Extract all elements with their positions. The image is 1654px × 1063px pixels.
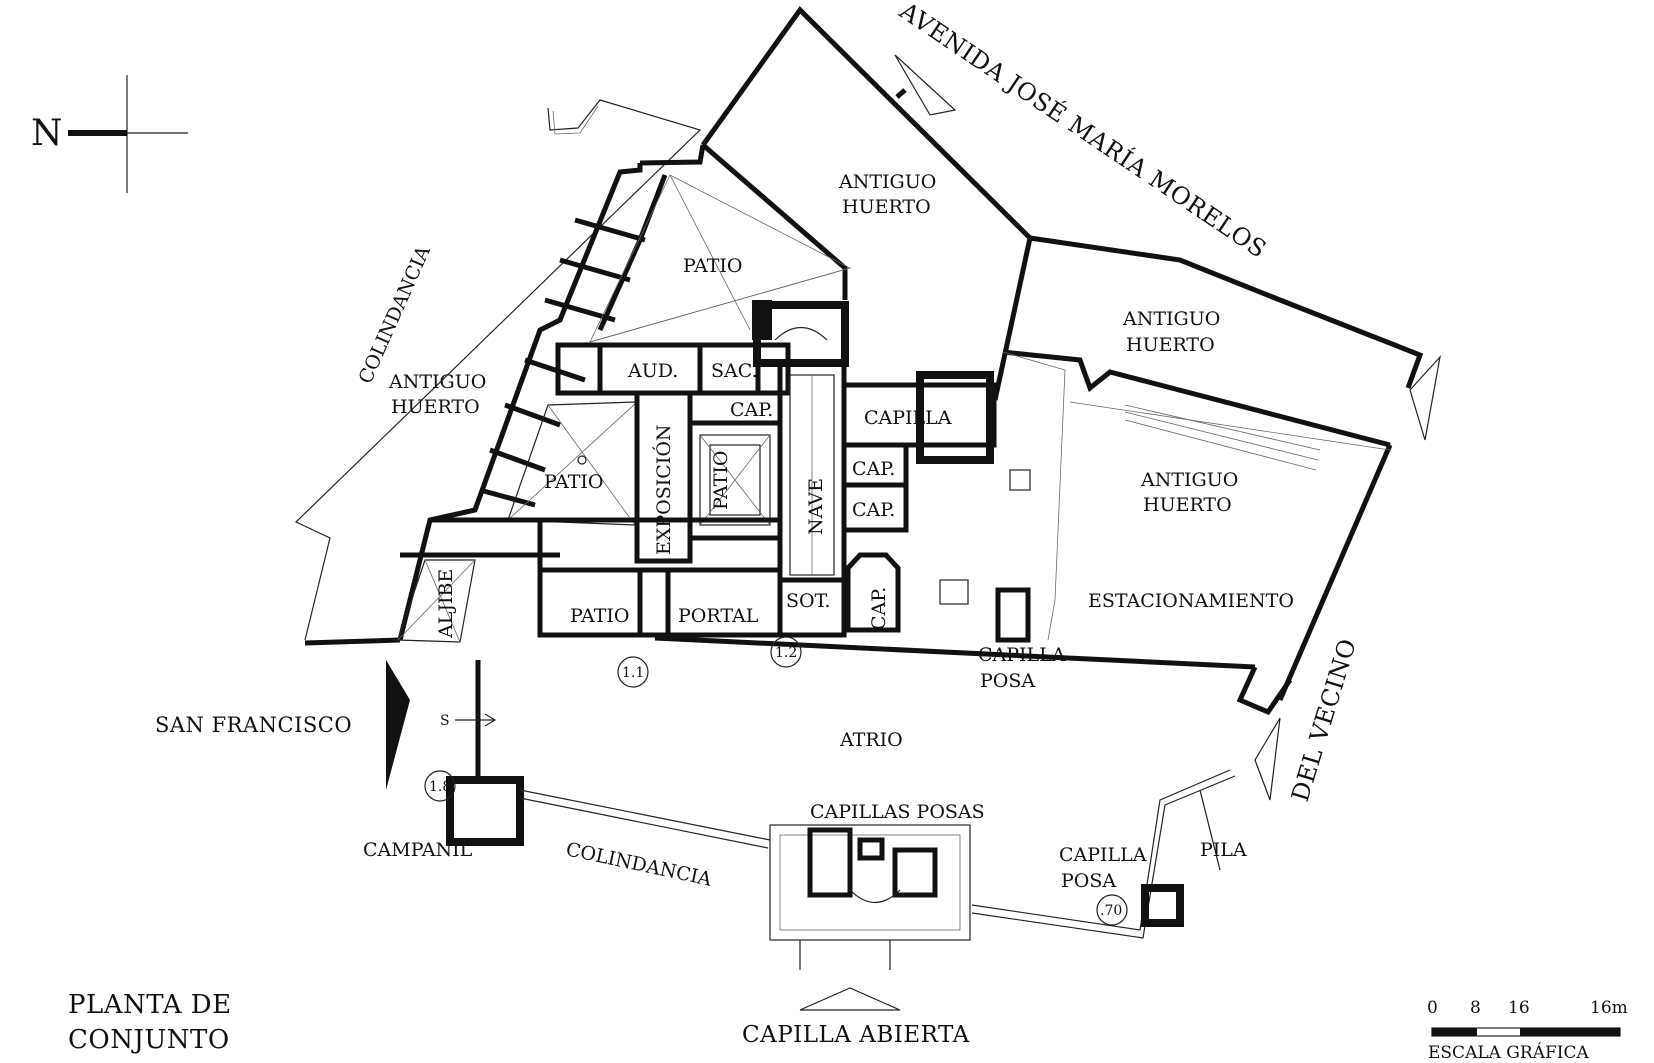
- scale-tick-0: 0: [1427, 998, 1438, 1018]
- circle-markers: [424, 455, 1128, 926]
- patio-small-label: PATIO: [710, 451, 732, 510]
- north-arrow-icon: [68, 75, 188, 193]
- antiguo-huerto-left-label-2: HUERTO: [391, 396, 480, 418]
- marker-1-1: 1.1: [622, 665, 644, 681]
- pila-label: PILA: [1200, 839, 1247, 861]
- antiguo-huerto-top-label-2: HUERTO: [842, 196, 931, 218]
- capilla-abierta-block: [769, 824, 971, 970]
- patio-diagonals: [397, 174, 852, 643]
- antiguo-huerto-right-top-label-2: HUERTO: [1126, 334, 1215, 356]
- sot-label: SOT.: [786, 590, 831, 612]
- antiguo-huerto-right-label-1: ANTIGUO: [1140, 469, 1238, 491]
- atrio-label: ATRIO: [839, 729, 903, 751]
- marker-1-8: 1.8: [429, 779, 451, 795]
- marker-70: .70: [1100, 903, 1122, 919]
- cap-2-label: CAP.: [852, 458, 895, 480]
- property-boundary: [294, 99, 702, 641]
- capilla-label: CAPILLA: [864, 407, 952, 429]
- colindancia-left-label: COLINDANCIA: [354, 242, 434, 387]
- scale-caption: ESCALA GRÁFICA: [1428, 1042, 1589, 1063]
- patio-top-label: PATIO: [683, 255, 742, 277]
- colindancia-bottom-label: COLINDANCIA: [564, 838, 714, 890]
- north-label: N: [31, 113, 63, 154]
- cap-1-label: CAP.: [730, 399, 773, 421]
- scale-tick-8: 8: [1470, 998, 1481, 1018]
- vecino-marker-icon: [1409, 355, 1441, 441]
- aljibe-label: ALJIBE: [435, 569, 457, 639]
- scale-tick-16: 16: [1508, 998, 1530, 1018]
- street-markers: [386, 54, 1441, 1011]
- outer-walls: [304, 6, 1424, 716]
- portal-label: PORTAL: [678, 605, 759, 627]
- huerto-dividers: [939, 351, 1391, 641]
- capilla-posa-2-label-2: POSA: [1061, 870, 1116, 892]
- capilla-posa-1-label-1: CAPILLA: [978, 644, 1066, 666]
- cap-3-label: CAP.: [852, 499, 895, 521]
- exposicion-label: EXPOSICIÓN: [652, 424, 675, 555]
- estacionamiento-label: ESTACIONAMIENTO: [1088, 590, 1294, 612]
- marker-s: S: [440, 713, 450, 729]
- antiguo-huerto-right-label-2: HUERTO: [1143, 494, 1232, 516]
- street-avenida-label: AVENIDA JOSÉ MARÍA MORELOS: [894, 0, 1272, 264]
- del-vecino-arrow-icon: [1254, 717, 1281, 801]
- patio-cloister-label: PATIO: [544, 471, 603, 493]
- san-francisco-marker-icon: [386, 660, 410, 790]
- scale-bar: [1431, 1027, 1621, 1037]
- capillas-posas-label: CAPILLAS POSAS: [810, 801, 985, 823]
- scale-tick-16m: 16m: [1590, 998, 1628, 1018]
- avenida-marker-icon: [894, 54, 957, 116]
- street-san-francisco-label: SAN FRANCISCO: [155, 713, 352, 737]
- antiguo-huerto-top-label-1: ANTIGUO: [838, 171, 936, 193]
- nave-label: NAVE: [805, 478, 827, 535]
- sac-label: SAC.: [711, 360, 758, 382]
- street-capilla-abierta-label: CAPILLA ABIERTA: [742, 1022, 970, 1048]
- title-line-1: PLANTA DE: [68, 990, 232, 1020]
- cap-4-label: CAP.: [868, 587, 890, 630]
- patio-bottom-label: PATIO: [570, 605, 629, 627]
- aud-label: AUD.: [627, 360, 678, 382]
- capilla-posa-2-label-1: CAPILLA: [1059, 844, 1147, 866]
- church: [752, 300, 1031, 643]
- campanil-label: CAMPANIL: [363, 839, 473, 861]
- capilla-posa-1-label-2: POSA: [980, 670, 1035, 692]
- title-line-2: CONJUNTO: [68, 1025, 230, 1055]
- antiguo-huerto-left-label-1: ANTIGUO: [388, 371, 486, 393]
- capilla-abierta-marker-icon: [799, 987, 901, 1011]
- marker-1-2: 1.2: [775, 645, 797, 661]
- antiguo-huerto-right-top-label-1: ANTIGUO: [1122, 308, 1220, 330]
